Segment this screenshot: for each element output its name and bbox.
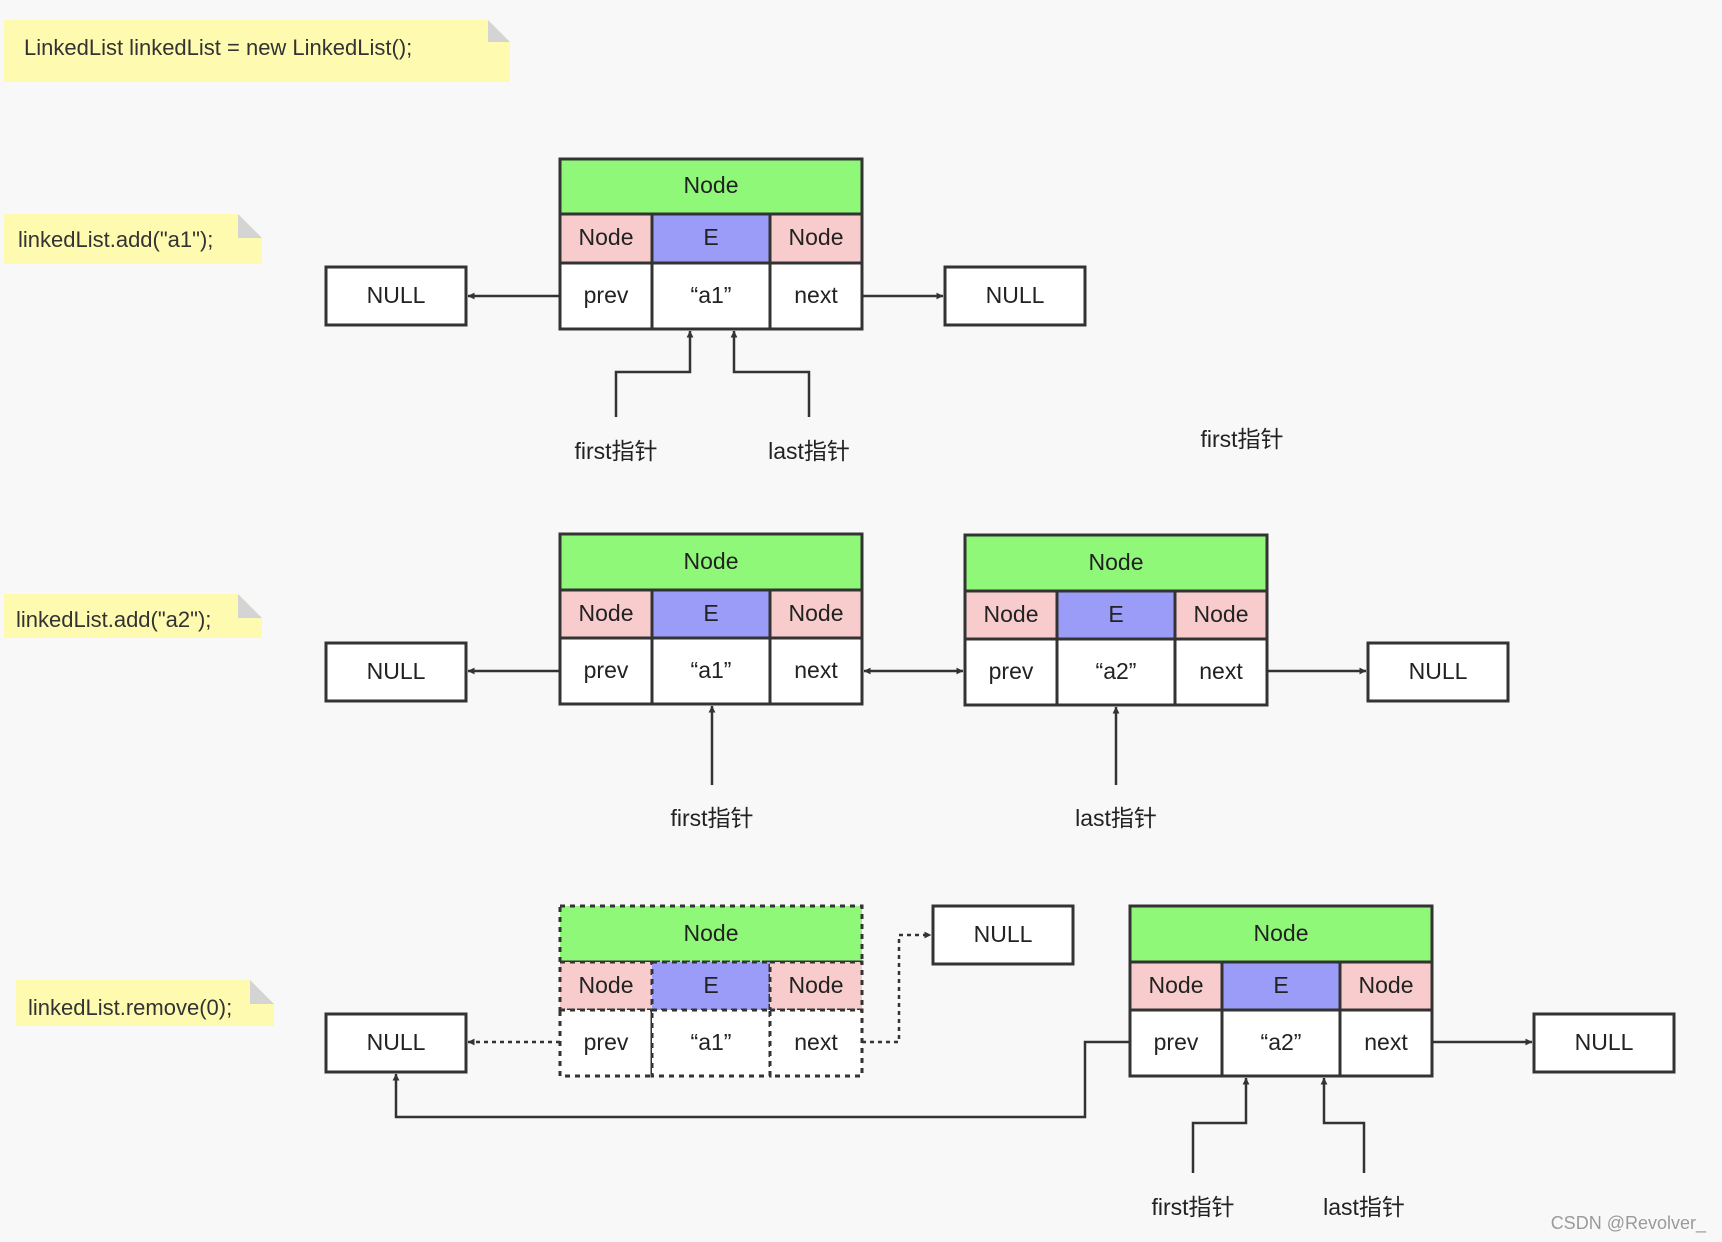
svg-text:E: E [1273, 972, 1288, 998]
first-pointer-label-stray: first指针 [1200, 426, 1283, 452]
null-box-row1-right: NULL [943, 265, 1087, 327]
last-pointer-label-row3: last指针 [1323, 1194, 1405, 1220]
arrow-last-pointer [730, 330, 811, 417]
node-e-label: E [703, 224, 718, 250]
node-a2-row3: Node Node E Node prev “a2” next [1128, 904, 1434, 1078]
node-a1-row1: Node Node E Node prev “a1” next [558, 157, 864, 331]
svg-text:Node: Node [1194, 601, 1249, 627]
arrow-last-pointer-row3 [1320, 1077, 1366, 1173]
svg-text:Node: Node [684, 548, 739, 574]
svg-text:“a2”: “a2” [1261, 1029, 1302, 1055]
note-add-a2: linkedList.add("a2"); [4, 594, 262, 638]
arrow-a2-prev-to-null [392, 1040, 1130, 1119]
svg-text:NULL: NULL [367, 282, 426, 308]
first-pointer-label: first指针 [574, 438, 657, 464]
node-next-type-label: Node [789, 224, 844, 250]
null-box-row1-left: NULL [324, 265, 468, 327]
svg-text:Node: Node [579, 600, 634, 626]
node-next-label: next [794, 282, 838, 308]
svg-text:“a2”: “a2” [1096, 658, 1137, 684]
arrow-removed-next-dashed [862, 931, 932, 1044]
svg-text:next: next [794, 1029, 838, 1055]
svg-text:E: E [703, 972, 718, 998]
last-pointer-label: last指针 [768, 438, 850, 464]
node-prev-type-label: Node [579, 224, 634, 250]
svg-text:Node: Node [1149, 972, 1204, 998]
arrow-first-pointer-row3 [1191, 1077, 1250, 1173]
svg-text:prev: prev [584, 1029, 629, 1055]
svg-text:NULL: NULL [986, 282, 1045, 308]
svg-text:NULL: NULL [974, 921, 1033, 947]
svg-text:NULL: NULL [1409, 658, 1468, 684]
node-value-label: “a1” [691, 282, 732, 308]
node-header-label: Node [684, 172, 739, 198]
svg-text:Node: Node [1089, 549, 1144, 575]
null-box-row2-left: NULL [324, 641, 468, 703]
svg-text:next: next [1364, 1029, 1408, 1055]
svg-text:“a1”: “a1” [691, 1029, 732, 1055]
null-box-row2-right: NULL [1366, 641, 1510, 703]
node-prev-label: prev [584, 282, 629, 308]
first-pointer-label-row2: first指针 [670, 805, 753, 831]
note-remove-text: linkedList.remove(0); [28, 995, 232, 1020]
null-box-row3-right: NULL [1532, 1012, 1676, 1074]
svg-text:Node: Node [579, 972, 634, 998]
note-add-a1: linkedList.add("a1"); [4, 214, 262, 264]
svg-text:next: next [1199, 658, 1243, 684]
note-init-text: LinkedList linkedList = new LinkedList()… [24, 35, 412, 60]
svg-text:Node: Node [789, 600, 844, 626]
null-box-row3-top: NULL [931, 904, 1075, 966]
svg-text:prev: prev [1154, 1029, 1199, 1055]
svg-text:Node: Node [984, 601, 1039, 627]
svg-text:NULL: NULL [367, 1029, 426, 1055]
node-a1-row2: Node Node E Node prev “a1” next [558, 532, 864, 706]
arrow-first-pointer [614, 330, 694, 417]
svg-text:“a1”: “a1” [691, 657, 732, 683]
note-add-a1-text: linkedList.add("a1"); [18, 227, 213, 252]
node-a1-removed: Node Node E Node prev “a1” next [558, 904, 864, 1078]
note-remove: linkedList.remove(0); [16, 980, 274, 1026]
svg-text:Node: Node [789, 972, 844, 998]
first-pointer-label-row3: first指针 [1151, 1194, 1234, 1220]
svg-text:Node: Node [684, 920, 739, 946]
note-add-a2-text: linkedList.add("a2"); [16, 607, 211, 632]
null-box-row3-left: NULL [324, 1012, 468, 1074]
note-init: LinkedList linkedList = new LinkedList()… [4, 20, 510, 82]
node-a2-row2: Node Node E Node prev “a2” next [963, 533, 1269, 707]
svg-text:next: next [794, 657, 838, 683]
svg-text:Node: Node [1359, 972, 1414, 998]
svg-text:prev: prev [989, 658, 1034, 684]
svg-text:Node: Node [1254, 920, 1309, 946]
watermark-text: CSDN @Revolver_ [1551, 1213, 1707, 1234]
svg-text:NULL: NULL [1575, 1029, 1634, 1055]
svg-text:E: E [1108, 601, 1123, 627]
last-pointer-label-row2: last指针 [1075, 805, 1157, 831]
svg-text:prev: prev [584, 657, 629, 683]
svg-text:NULL: NULL [367, 658, 426, 684]
svg-text:E: E [703, 600, 718, 626]
